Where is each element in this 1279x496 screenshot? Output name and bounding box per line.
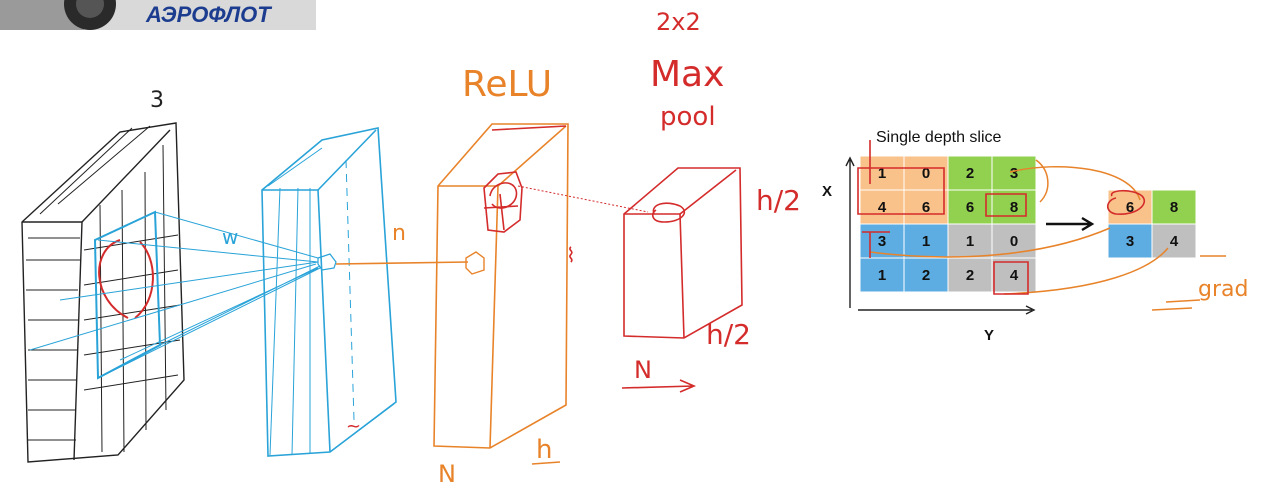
input-grid-cell xyxy=(859,155,905,191)
pool-arrow xyxy=(1046,216,1095,232)
output-grid-cell xyxy=(1151,223,1197,259)
output-grid-value: 3 xyxy=(1126,233,1134,250)
input-grid-cell xyxy=(947,257,993,293)
relu-label: ReLU xyxy=(462,64,552,105)
n-lower-label: N xyxy=(634,356,652,384)
input-grid-value: 8 xyxy=(1010,199,1018,216)
n-upper-label: N xyxy=(438,460,456,488)
banner-text: АЭРОФЛОТ xyxy=(145,2,272,27)
input-grid-value: 1 xyxy=(922,233,930,250)
input-grid: 1 0 2 3 4 6 6 8 3 1 1 0 1 2 2 4 xyxy=(859,155,1037,293)
input-grid-cell xyxy=(859,189,905,225)
input-grid-value: 4 xyxy=(1010,267,1019,284)
input-grid-cell xyxy=(903,257,949,293)
input-grid-cell xyxy=(903,189,949,225)
input-grid-value: 2 xyxy=(966,267,974,284)
input-grid-value: 0 xyxy=(922,165,930,182)
aeroflot-banner: АЭРОФЛОТ xyxy=(0,0,316,30)
pool-label: pool xyxy=(660,102,716,132)
input-grid-value: 3 xyxy=(1010,165,1018,182)
input-grid-cell xyxy=(991,155,1037,191)
max-selection-marks xyxy=(857,140,1145,295)
output-grid-value: 6 xyxy=(1126,199,1134,216)
input-grid-cell xyxy=(859,223,905,259)
max-label: Max xyxy=(650,54,724,95)
gradient-strokes xyxy=(869,159,1226,311)
h-half-a-label: h/2 xyxy=(756,184,801,217)
depth-label: 3 xyxy=(150,88,164,113)
input-grid-cell xyxy=(947,155,993,191)
relu-to-pool-line xyxy=(517,185,649,213)
conv-depth-mark: ~ xyxy=(346,416,361,437)
grad-label: grad xyxy=(1198,277,1248,302)
input-grid-cell xyxy=(991,189,1037,225)
output-grid: 6 8 3 4 xyxy=(1107,189,1197,259)
input-grid-cell xyxy=(903,155,949,191)
input-grid-value: 1 xyxy=(878,267,886,284)
relu-highlight xyxy=(483,125,567,233)
pool-size-label: 2x2 xyxy=(656,8,701,36)
h-half-b-label: h/2 xyxy=(706,318,751,351)
input-grid-value: 1 xyxy=(878,165,886,182)
input-grid-value: 1 xyxy=(966,233,974,250)
input-grid-value: 2 xyxy=(966,165,974,182)
input-volume: 3 xyxy=(21,88,185,463)
pool-volume: 2x2 Max pool h/2 h/2 N ⌇ xyxy=(566,8,801,393)
input-grid-value: 6 xyxy=(966,199,974,216)
projection-lines xyxy=(29,211,321,379)
pool-scribble: ⌇ xyxy=(566,243,576,267)
conv-to-relu-line: n xyxy=(335,221,469,265)
output-grid-value: 8 xyxy=(1170,199,1178,216)
y-axis-label: Y xyxy=(984,327,994,344)
input-grid-value: 0 xyxy=(1010,233,1018,250)
figure-title: Single depth slice xyxy=(876,129,1002,146)
input-grid-value: 4 xyxy=(878,199,887,216)
input-grid-cell xyxy=(947,189,993,225)
input-grid-cell xyxy=(859,257,905,293)
input-grid-value: 6 xyxy=(922,199,930,216)
output-grid-cell xyxy=(1151,189,1197,225)
receptive-field xyxy=(93,210,162,380)
input-grid-value: 2 xyxy=(922,267,930,284)
x-axis-label: X xyxy=(822,183,832,200)
h-label: h xyxy=(536,435,552,465)
input-grid-value: 3 xyxy=(878,233,886,250)
conv-volume: w ~ xyxy=(222,127,397,457)
n-label: n xyxy=(392,221,406,246)
output-grid-value: 4 xyxy=(1170,233,1179,250)
weights-label: w xyxy=(222,225,238,249)
relu-volume: ReLU h N xyxy=(433,64,569,488)
